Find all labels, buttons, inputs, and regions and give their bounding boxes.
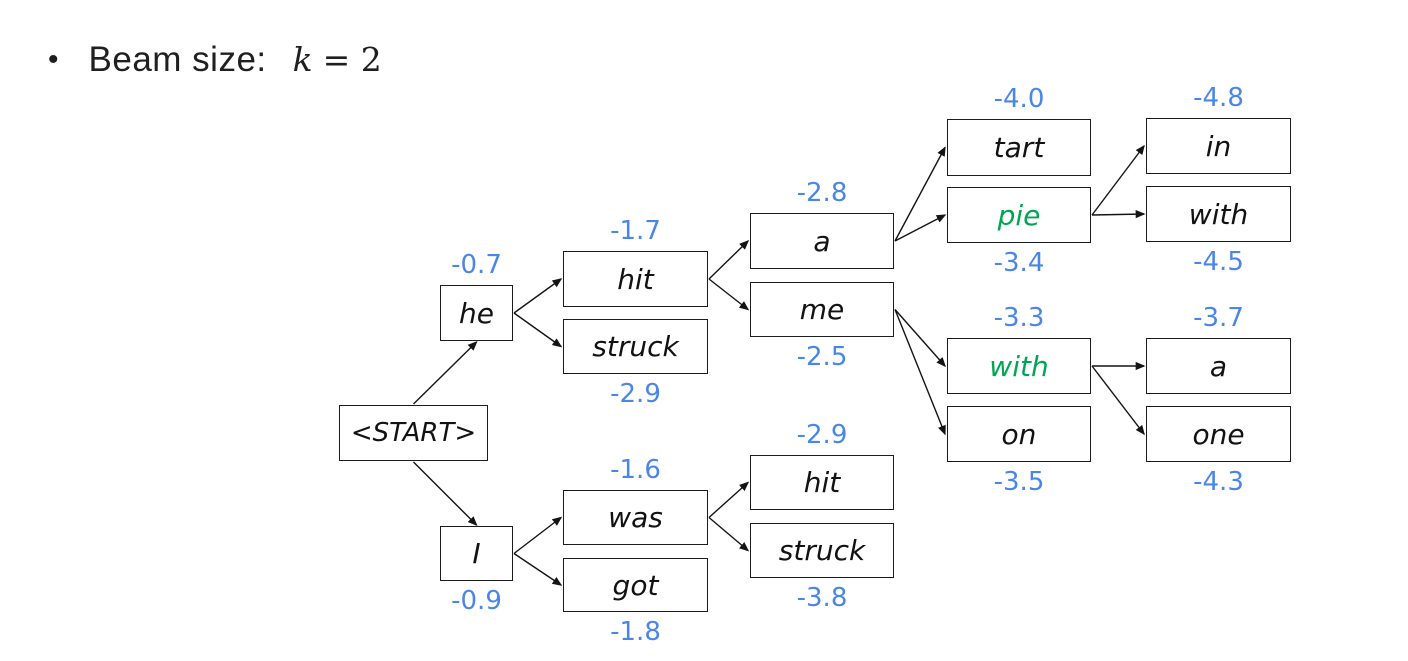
edge-me-with1 <box>894 309 946 368</box>
edge-he-hit1 <box>513 278 563 314</box>
title-text: Beam size: <box>88 40 267 79</box>
edge-me-on <box>894 309 946 436</box>
edge-i-was <box>513 516 563 555</box>
edge-with1-one <box>1091 365 1145 436</box>
slide-title: • Beam size: k= 2 <box>48 40 382 80</box>
edge-he-struck1 <box>513 312 563 348</box>
edge-was-struck2 <box>708 516 750 552</box>
bullet-icon: • <box>48 43 59 76</box>
edge-pie-with2 <box>1091 210 1146 219</box>
edge-a1-tart <box>894 146 946 242</box>
k-variable: k <box>292 40 313 79</box>
edge-was-hit2 <box>708 481 750 519</box>
edge-start-i <box>413 461 478 527</box>
edge-start-he <box>413 340 478 405</box>
k-value: = 2 <box>322 40 382 79</box>
edge-pie-in <box>1091 144 1145 216</box>
edge-hit1-a1 <box>708 239 750 280</box>
edge-a1-pie <box>894 214 947 242</box>
edge-hit1-me <box>708 278 750 311</box>
edge-i-got <box>513 552 563 586</box>
beam-size-formula: k= 2 <box>293 40 382 79</box>
